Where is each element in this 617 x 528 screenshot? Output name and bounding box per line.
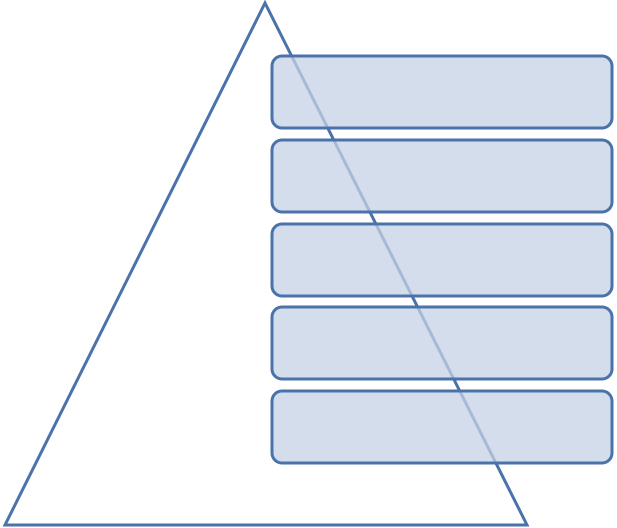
level-box-3-shape bbox=[270, 222, 614, 298]
level-box-2 bbox=[270, 138, 614, 214]
level-box-3 bbox=[270, 222, 614, 298]
level-box-5-shape bbox=[270, 389, 614, 465]
level-box-1 bbox=[270, 54, 614, 130]
level-box-1-shape bbox=[270, 54, 614, 130]
level-box-4-shape bbox=[270, 305, 614, 381]
level-boxes bbox=[270, 54, 614, 465]
level-box-4 bbox=[270, 305, 614, 381]
level-box-2-shape bbox=[270, 138, 614, 214]
level-box-5 bbox=[270, 389, 614, 465]
